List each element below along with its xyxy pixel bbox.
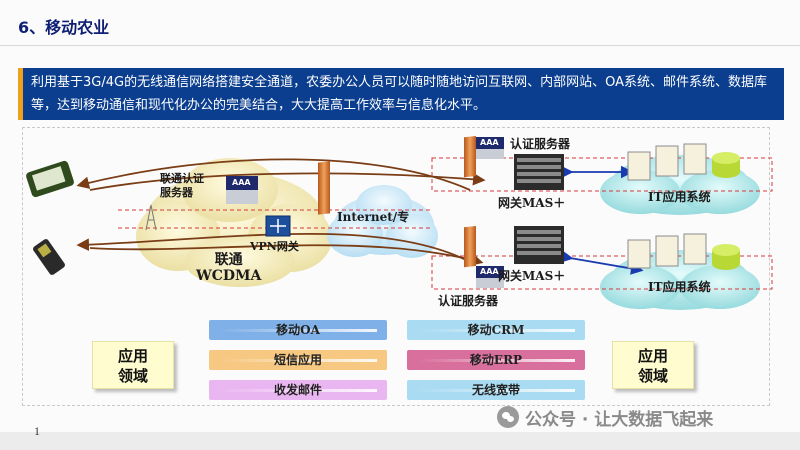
app-pill-mobile-crm: 移动CRM (407, 320, 585, 340)
unicom-auth-server-label: 联通认证 服务器 (160, 172, 204, 199)
aaa-label: AAA (480, 138, 499, 147)
diagram-frame (22, 127, 770, 406)
firewall-icon (464, 135, 476, 178)
title-divider (0, 45, 800, 46)
unicom-wcdma-label: 联通 WCDMA (196, 252, 262, 284)
application-domain-left: 应用 领域 (92, 341, 174, 389)
aaa-server-icon (476, 137, 504, 159)
app-pill-wireless-broadband: 无线宽带 (407, 380, 585, 400)
app-pill-mobile-oa: 移动OA (209, 320, 387, 340)
app-pill-label: 移动OA (276, 323, 320, 337)
gateway-rack-icon (514, 154, 564, 190)
vpn-gateway-label: VPN网关 (250, 240, 299, 253)
pda-device-icon (26, 160, 74, 198)
gateway-rack-icon (514, 226, 564, 264)
watermark-text: 公众号 · 让大数据飞起来 (525, 409, 714, 430)
it-server-icon (627, 233, 740, 270)
data-flow-curves (76, 158, 486, 266)
app-pill-email: 收发邮件 (209, 380, 387, 400)
auth-server-top-label: 认证服务器 (510, 137, 571, 151)
app-pill-label: 收发邮件 (273, 383, 322, 397)
mobile-phone-icon (33, 239, 65, 275)
it-server-icon (627, 143, 740, 181)
page-title: 6、移动农业 (18, 18, 110, 37)
application-domain-left-label: 应用 领域 (117, 347, 148, 385)
intro-text-box: 利用基于3G/4G的无线通信网络搭建安全通道，农委办公人员可以随时随地访问互联网… (18, 68, 784, 120)
app-pill-mobile-erp: 移动ERP (407, 350, 585, 370)
aaa-label: AAA (480, 267, 499, 276)
wechat-icon (497, 406, 519, 428)
watermark: 公众号 · 让大数据飞起来 (497, 405, 714, 430)
gateway-top-label: 网关MAS＋ (498, 196, 566, 210)
wcdma-cloud (136, 158, 332, 287)
firewall-icon (318, 161, 330, 215)
auth-server-bottom-label: 认证服务器 (438, 294, 499, 308)
bottom-band (0, 432, 800, 450)
app-pill-label: 无线宽带 (471, 383, 520, 397)
aaa-server-icon (476, 266, 504, 288)
app-pill-label: 移动ERP (469, 353, 523, 367)
application-domain-right-label: 应用 领域 (637, 347, 668, 385)
antenna-tower-icon (145, 204, 157, 231)
it-system-top-label: IT应用系统 (648, 190, 711, 204)
gateway-bottom-label: 网关MAS＋ (498, 269, 566, 283)
vpn-gateway-icon (265, 215, 291, 237)
firewall-icon (464, 225, 476, 268)
it-system-bottom-label: IT应用系统 (648, 280, 711, 294)
app-pill-label: 移动CRM (467, 323, 525, 337)
aaa-server-icon (226, 176, 258, 204)
page-number: 1 (34, 424, 40, 438)
application-domain-right: 应用 领域 (612, 341, 694, 389)
app-pill-sms: 短信应用 (209, 350, 387, 370)
app-pill-label: 短信应用 (273, 353, 322, 367)
intro-text: 利用基于3G/4G的无线通信网络搭建安全通道，农委办公人员可以随时随地访问互联网… (31, 75, 767, 113)
internet-label: Internet/专 (337, 210, 410, 224)
aaa-label: AAA (232, 178, 251, 187)
